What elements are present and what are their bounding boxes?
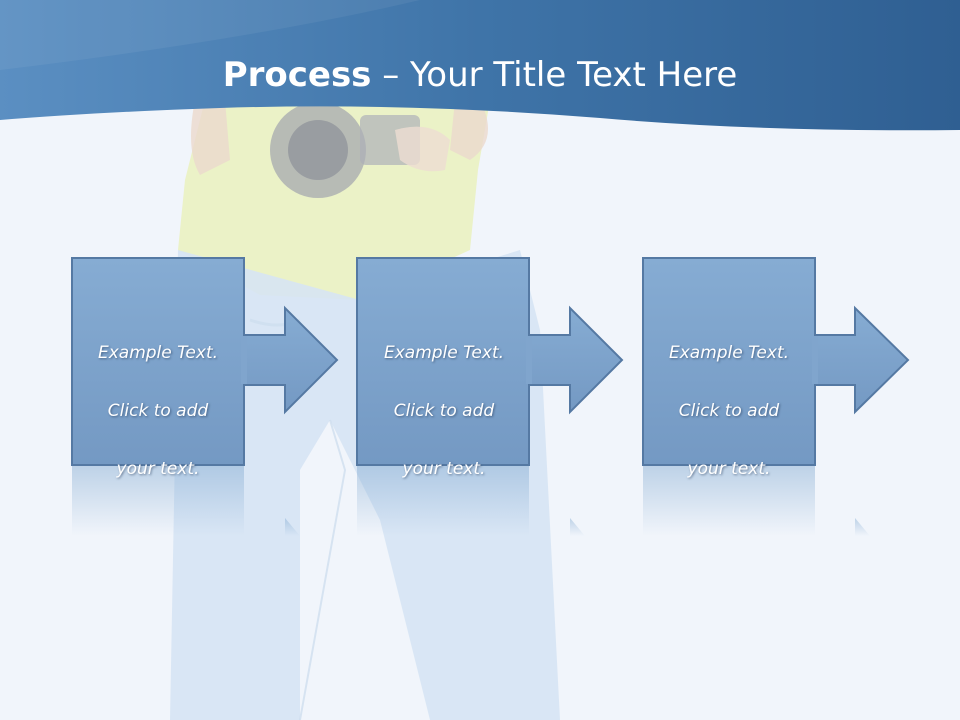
- title-rest-text: – Your Title Text Here: [371, 55, 738, 95]
- right-arrow-icon: [524, 305, 624, 415]
- step-1-reflection: [72, 466, 244, 536]
- step-3-reflection: [643, 466, 815, 536]
- right-arrow-icon: [239, 305, 339, 415]
- step-3-line-2: Click to add: [678, 401, 780, 421]
- step-2-line-1: Example Text.: [383, 343, 505, 363]
- title-bold-text: Process: [222, 55, 372, 95]
- step-3-line-3: your text.: [687, 459, 771, 479]
- arrow-1-reflection: [285, 518, 300, 536]
- arrow-2-reflection: [570, 518, 585, 536]
- step-1-box[interactable]: [71, 257, 245, 466]
- step-2-reflection: [357, 466, 529, 536]
- step-1-line-1: Example Text.: [97, 343, 219, 363]
- step-3-text[interactable]: Example Text. Click to add your text.: [643, 310, 815, 513]
- arrow-3-reflection: [855, 518, 870, 536]
- step-1-line-3: your text.: [116, 459, 200, 479]
- step-3-line-1: Example Text.: [668, 343, 790, 363]
- slide-title[interactable]: Process – Your Title Text Here: [0, 52, 960, 98]
- step-2-text[interactable]: Example Text. Click to add your text.: [358, 310, 530, 513]
- step-1-text[interactable]: Example Text. Click to add your text.: [72, 310, 244, 513]
- step-3-box[interactable]: [642, 257, 816, 466]
- right-arrow-icon: [810, 305, 910, 415]
- step-2-line-3: your text.: [402, 459, 486, 479]
- step-2-box[interactable]: [356, 257, 530, 466]
- step-1-line-2: Click to add: [107, 401, 209, 421]
- step-2-line-2: Click to add: [393, 401, 495, 421]
